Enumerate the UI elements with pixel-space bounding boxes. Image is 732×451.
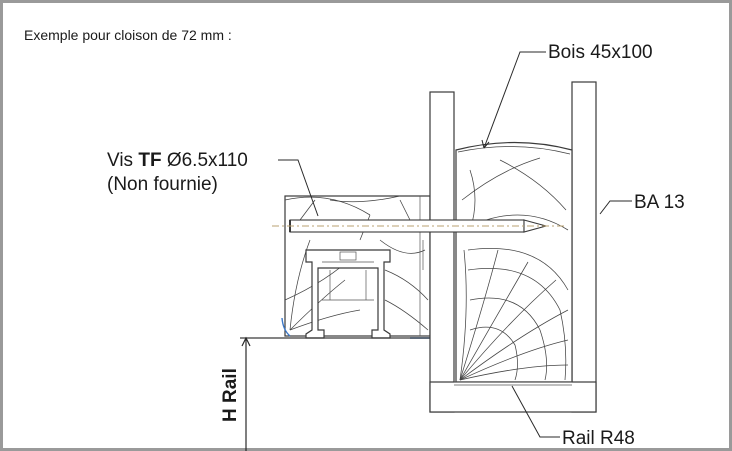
vis-prefix: Vis (107, 150, 138, 171)
ba-label: BA 13 (634, 192, 685, 213)
h-rail-dimension (241, 336, 251, 451)
vis-spec: Ø6.5x110 (162, 150, 248, 171)
leader-rail (511, 385, 560, 438)
screw (272, 219, 566, 233)
bottom-rail-r48 (429, 381, 597, 413)
gypsum-board-left (429, 91, 455, 413)
vis-label: Vis TF Ø6.5x110 (107, 150, 248, 171)
bois-label: Bois 45x100 (548, 42, 653, 63)
leader-bois (483, 51, 546, 149)
leader-vis (278, 159, 319, 217)
gypsum-board-right (571, 81, 597, 413)
wood-stud (455, 141, 573, 383)
caption: Exemple pour cloison de 72 mm : (24, 27, 232, 43)
vis-note-label: (Non fournie) (107, 174, 218, 195)
rail-support-block (284, 195, 431, 337)
h-rail-label: H Rail (220, 368, 241, 422)
leader-ba (599, 200, 632, 215)
rail-profile (305, 249, 391, 339)
vis-brand: TF (138, 150, 161, 171)
blue-mark-left (281, 317, 291, 337)
rail-label: Rail R48 (562, 428, 635, 449)
